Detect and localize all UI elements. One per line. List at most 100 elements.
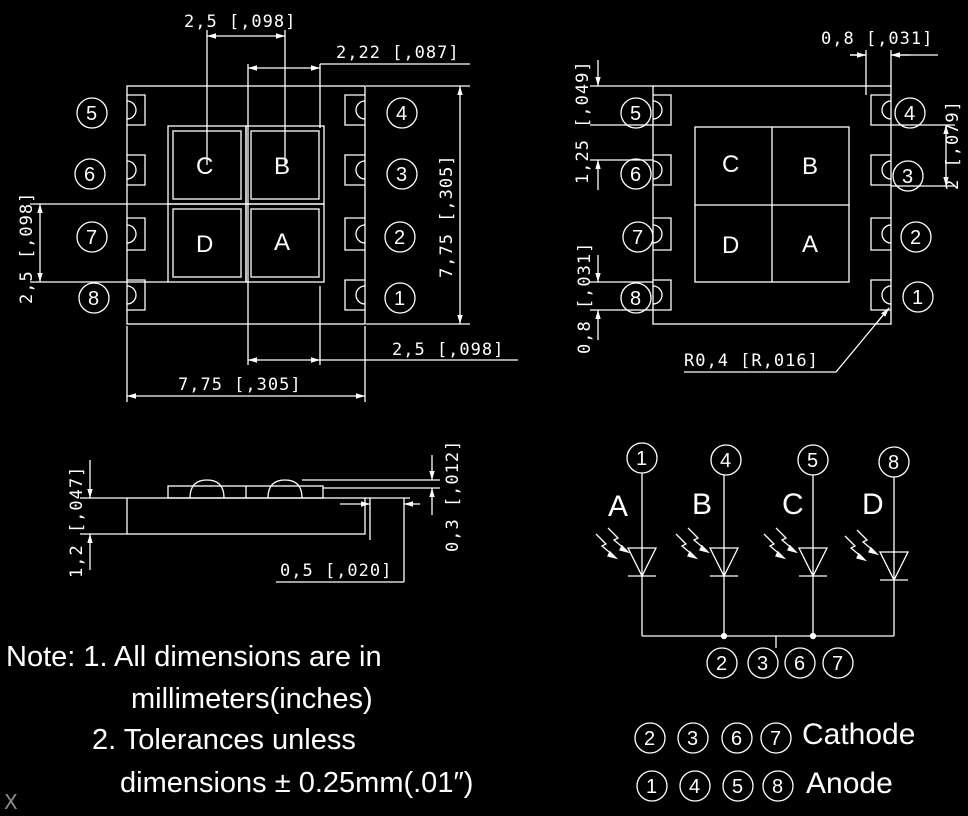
side-view [80,455,440,583]
tl-dim-left: 2,5 [,098] [17,192,37,304]
sch-led-label-c: C [782,488,804,521]
sch-anode-pin-5: 5 [807,450,818,472]
tr-pin-1-circle [902,281,934,313]
tr-pad-label-c: C [722,151,739,178]
tl-pin-2: 2 [394,227,405,249]
sch-cathode-pin-6: 6 [794,653,805,675]
tr-pin-7-circle [622,221,654,253]
tl-notches-right [344,94,365,311]
tr-pin-1: 1 [912,287,923,309]
tl-dim-bottom-a: 2,5 [,098] [392,340,504,360]
sch-cathode-pin-2: 2 [716,653,727,675]
tr-dim-top: 0,8 [,031] [821,29,933,49]
tr-pin-6: 6 [630,164,641,186]
tr-pin-2: 2 [910,227,921,249]
tr-pad-label-a: A [802,231,818,258]
side-dim-lens: 0,3 [,012] [443,440,463,552]
tr-pad-label-b: B [802,153,818,180]
tr-pin-6-circle [620,158,652,190]
sch-anode-pin-4-circle [710,444,742,476]
tl-dim-top-a: 2,5 [,098] [184,12,296,32]
note-line-3: 2. Tolerances unless [92,724,356,756]
tr-pad-label-d: D [722,232,739,259]
tl-pin-8: 8 [88,288,99,310]
tl-pin-4: 4 [396,103,407,125]
tl-pin-2-circle [384,221,416,253]
tl-pad-label-c: C [196,153,213,180]
top-left-view [30,30,518,402]
legend-circle-text: 2 3 6 7 1 4 5 8 [644,728,783,798]
tl-pad-label-d: D [196,231,213,258]
tl-dim-bottom-b: 7,75 [,305] [178,375,302,395]
tr-radius-leader [684,307,890,373]
legend-circles [634,722,794,802]
side-lens-left [189,479,225,499]
sch-diode-d [878,551,910,582]
sch-anode-pin-1: 1 [636,448,647,470]
note-line-4: dimensions ± 0.25mm(.01″) [120,767,474,799]
legend-anode-pin-5: 5 [732,776,743,798]
sch-cathode-pin-2-circle [706,647,738,679]
tl-package-outline [126,85,366,325]
tl-pad-label-b: B [274,153,290,180]
tr-dim-left-bottom: 0,8 [,031] [575,242,595,354]
tl-pin-7-circle [76,221,108,253]
legend-anode-label: Anode [806,767,893,800]
legend-cathode-pin-2: 2 [644,728,655,750]
top-right-view-text: 0,8 [,031] 2 [,079] 1,25 [,049] 0,8 [,03… [573,29,963,371]
tr-notches-right [870,94,891,311]
tl-pin-1-circle [384,282,416,314]
tr-pin-3: 3 [902,166,913,188]
tl-pad-a [245,203,325,283]
sch-anode-pin-8: 8 [888,452,899,474]
schematic [595,442,910,679]
tr-package-outline [652,85,892,325]
tr-pin-8-circle [620,282,652,314]
sch-light-arrows-a [595,527,631,560]
tl-pin-6-circle [74,158,106,190]
legend-anode-pin-1: 1 [646,776,657,798]
tr-dim-radius: R0,4 [R,016] [684,351,819,371]
tl-pin-7: 7 [86,227,97,249]
tr-pin-5: 5 [630,103,641,125]
tr-pin-4-circle [894,97,926,129]
tl-pin-6: 6 [84,164,95,186]
tr-pin-3-circle [892,160,924,192]
sch-light-arrows-c [763,527,799,560]
sch-anode-pin-4: 4 [720,450,731,472]
ucs-cursor-icon: X [4,790,18,814]
tr-pin-5-circle [620,97,652,129]
tl-pin-3-circle [386,158,418,190]
tl-pin-5: 5 [86,103,97,125]
sch-diode-b [708,547,740,578]
sch-diode-a [626,547,658,578]
legend-cathode-pin-6: 6 [731,728,742,750]
note-line-1: Note: 1. All dimensions are in [6,641,382,673]
tr-notches-left [653,94,672,311]
tl-notches-left [127,94,146,311]
tl-pin-5-circle [76,97,108,129]
tl-pin-3: 3 [396,164,407,186]
tr-pin-4: 4 [904,103,915,125]
sch-diode-c [797,547,829,578]
sch-cathode-pin-6-circle [784,647,816,679]
tl-pin-8-circle [78,282,110,314]
sch-led-label-b: B [692,488,712,521]
legend-anode-pin-8: 8 [772,776,783,798]
tl-pin-4-circle [386,97,418,129]
top-left-view-text: 2,5 [,098] 2,22 [,087] 7,75 [,305] 2,5 [… [17,12,504,395]
side-dim-height: 1,2 [,047] [67,466,87,578]
tl-pad-label-a: A [274,229,290,256]
legend-cathode-pin-3: 3 [687,728,698,750]
tr-dim-left-top: 1,25 [,049] [573,60,593,184]
legend-cathode-label: Cathode [802,718,916,751]
schematic-text: 1 4 5 8 A B C D 2 3 6 7 [608,448,899,675]
legend-anode-pin-4: 4 [689,776,700,798]
sch-cathode-pin-3-circle [747,647,779,679]
side-body [126,497,366,535]
sch-light-arrows-d [844,529,880,562]
tr-dim-right: 2 [,079] [943,100,963,190]
tl-dim-top-b: 2,22 [,087] [336,43,460,63]
tr-pin-7: 7 [632,227,643,249]
